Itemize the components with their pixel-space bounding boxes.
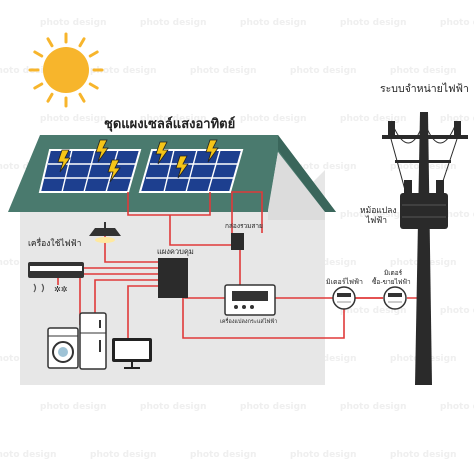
lightning-bolt-icon (205, 139, 219, 163)
watermark-text: photo design (90, 66, 157, 76)
buy-sell-meter-icon (383, 286, 407, 310)
watermark-text: photo design (290, 162, 357, 172)
watermark-text: photo design (140, 18, 207, 28)
solar-panel-left (38, 149, 142, 193)
house-gable (268, 152, 325, 220)
lightning-bolt-icon (57, 149, 71, 173)
watermark-text: photo design (190, 450, 257, 460)
combiner-box-icon (231, 233, 244, 250)
utility-pole (382, 112, 468, 385)
inverter-label: เครื่องแปลงกระแสไฟฟ้า (220, 317, 277, 325)
lightning-bolt-icon (107, 159, 121, 183)
svg-text:✲✲: ✲✲ (54, 285, 68, 294)
solar-panel-right (138, 149, 244, 193)
combiner-box-label: กล่องรวมสาย (225, 222, 263, 230)
watermark-text: photo design (440, 306, 474, 316)
buy-sell-meter-label-line1: มิเตอร์ (384, 269, 403, 277)
watermark-text: photo design (290, 66, 357, 76)
distribution-system-label: ระบบจำหน่ายไฟฟ้า (380, 82, 469, 95)
watermark-text: photo design (240, 114, 307, 124)
appliances-label: เครื่องใช้ไฟฟ้า (28, 237, 81, 249)
control-panel-label: แผงควบคุม (157, 247, 194, 256)
watermark-text: photo design (40, 402, 107, 412)
air-conditioner-icon: ✲✲ (28, 262, 84, 294)
watermark-text: photo design (340, 18, 407, 28)
watermark-text: photo design (340, 306, 407, 316)
lamp-icon (89, 222, 121, 243)
roof-side (278, 135, 336, 212)
watermark-text: photo design (440, 18, 474, 28)
watermark-text: photo design (440, 114, 474, 124)
watermark-text: photo design (290, 450, 357, 460)
watermark-text: photo design (440, 402, 474, 412)
control-panel-icon (158, 258, 188, 298)
lightning-bolt-icon (95, 139, 109, 163)
watermark-text: photo design (440, 210, 474, 220)
watermark-text: photo design (240, 402, 307, 412)
watermark-text: photo design (340, 402, 407, 412)
washing-machine-icon (47, 327, 79, 369)
watermark-text: photo design (240, 18, 307, 28)
refrigerator-icon (79, 312, 107, 370)
watermark-text: photo design (340, 210, 407, 220)
sunlight-bolts (57, 139, 219, 183)
watermark-text: photo design (40, 18, 107, 28)
watermark-text: photo design (140, 402, 207, 412)
watermark-text: photo design (390, 66, 457, 76)
watermark-text: photo design (390, 450, 457, 460)
electric-meter-icon (332, 286, 356, 310)
inverter-icon (224, 284, 276, 316)
lightning-bolt-icon (175, 155, 189, 179)
transformer-label: หม้อแปลง (360, 205, 397, 216)
transformer-label-line2: ไฟฟ้า (365, 215, 387, 226)
watermark-text: photo design (0, 450, 57, 460)
buy-sell-meter-label-line2: ซื้อ-ขายไฟฟ้า (372, 277, 411, 286)
watermark-text: photo design (40, 114, 107, 124)
sun-icon (28, 32, 104, 108)
electric-meter-label: มิเตอร์ไฟฟ้า (326, 277, 363, 286)
watermark-text: photo design (0, 66, 57, 76)
watermark-text: photo design (340, 114, 407, 124)
transformer-icon (400, 180, 448, 229)
watermark-text: photo design (140, 114, 207, 124)
television-icon (112, 338, 152, 369)
lightning-bolt-icon (155, 141, 169, 165)
watermark-text: photo design (90, 450, 157, 460)
solar-panel-set-label: ชุดแผงเซลล์แสงอาทิตย์ (104, 116, 235, 132)
watermark-text: photo design (190, 66, 257, 76)
